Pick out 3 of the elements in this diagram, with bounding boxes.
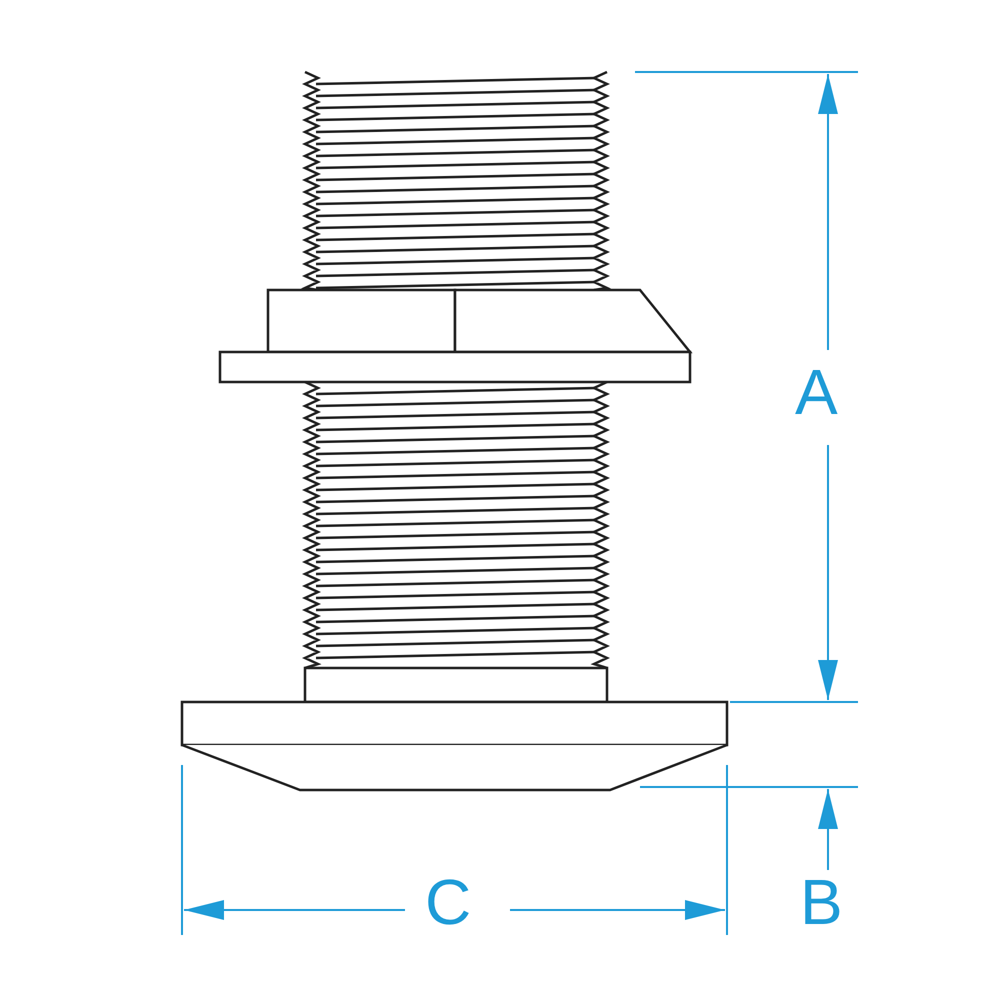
dimension-label: B: [800, 870, 843, 934]
dimension-label: C: [425, 870, 472, 934]
dimension-label: A: [795, 360, 838, 424]
